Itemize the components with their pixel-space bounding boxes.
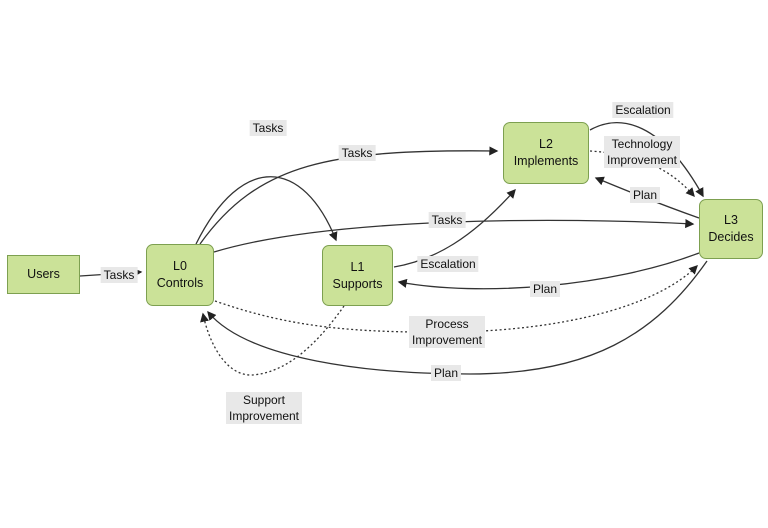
node-l0-controls: L0 Controls bbox=[146, 244, 214, 306]
node-l3-role: Decides bbox=[708, 230, 754, 244]
edge-l1-l2-escalation bbox=[393, 188, 516, 268]
node-l0-role: Controls bbox=[156, 276, 204, 290]
edge-label-tasks-l0-l1: Tasks bbox=[249, 120, 287, 136]
node-l3-decides: L3 Decides bbox=[699, 199, 763, 259]
node-l3-id: L3 bbox=[724, 213, 738, 227]
node-l0-id: L0 bbox=[173, 259, 187, 273]
node-l2-id: L2 bbox=[539, 137, 553, 151]
edge-l2-l3-technology-improvement bbox=[589, 150, 695, 198]
edge-l0-l2-tasks bbox=[199, 146, 499, 245]
node-users: Users bbox=[7, 255, 80, 294]
edge-label-tasks-users-l0: Tasks bbox=[100, 267, 138, 283]
edge-label-technology-improvement: Technology Improvement bbox=[603, 136, 681, 168]
node-l1-supports: L1 Supports bbox=[322, 245, 393, 306]
edge-label-plan-l3-l2: Plan bbox=[629, 187, 661, 203]
edge-label-support-improvement: Support Improvement bbox=[225, 392, 303, 424]
edge-label-plan-l3-l0: Plan bbox=[430, 365, 462, 381]
edge-l2-l3-escalation bbox=[589, 122, 704, 198]
node-l1-role: Supports bbox=[332, 276, 383, 291]
edge-l0-l1-tasks bbox=[195, 176, 338, 245]
node-l1-id: L1 bbox=[350, 259, 365, 274]
edge-label-tasks-l0-l2: Tasks bbox=[338, 145, 376, 161]
node-l2-implements: L2 Implements bbox=[503, 122, 589, 184]
edge-label-tasks-l0-l3: Tasks bbox=[428, 212, 466, 228]
node-l2-role: Implements bbox=[513, 154, 579, 168]
edge-l3-l0-plan bbox=[207, 260, 708, 375]
edge-l1-l0-support-improvement bbox=[200, 305, 345, 376]
node-users-label: Users bbox=[27, 267, 60, 281]
edge-label-process-improvement: Process Improvement bbox=[408, 316, 486, 348]
edge-label-escalation-l1-l2: Escalation bbox=[417, 256, 479, 272]
edge-label-plan-l3-l1: Plan bbox=[529, 281, 561, 297]
edge-label-escalation-l2-l3: Escalation bbox=[612, 102, 674, 118]
